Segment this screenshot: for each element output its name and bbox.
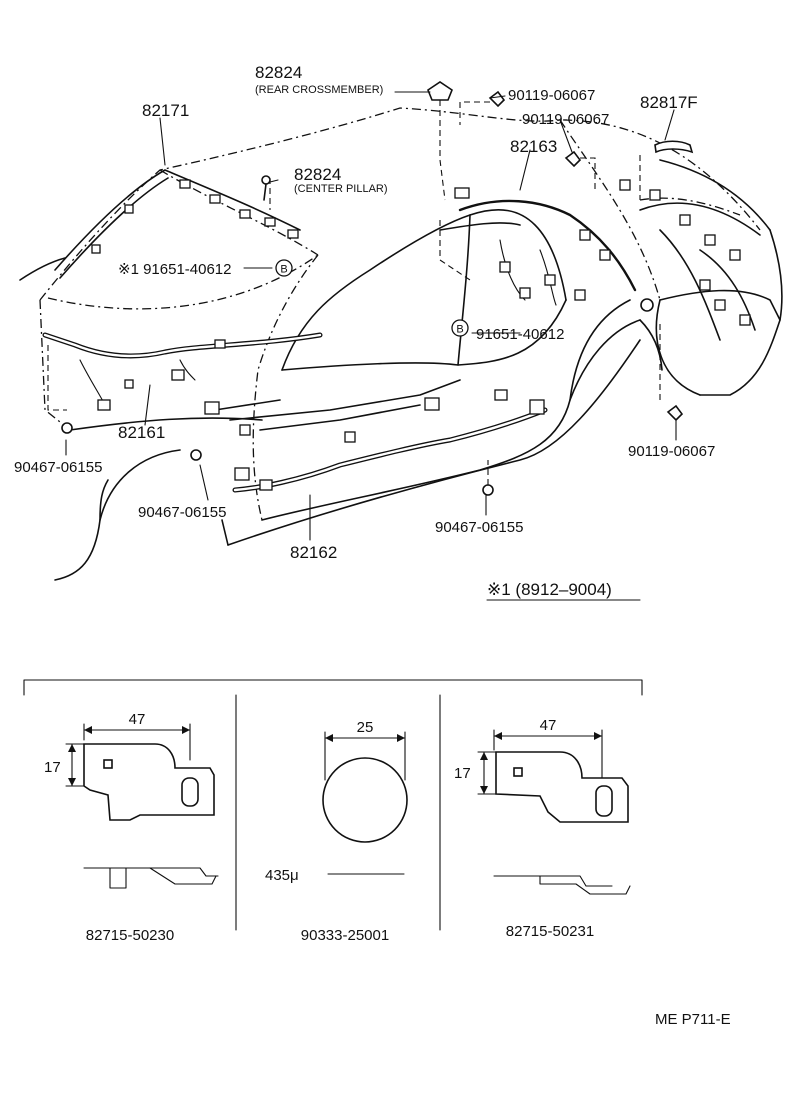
car-body-outline [19, 107, 783, 581]
detail-82715-50231: 47 17 82715-50231 [454, 717, 631, 940]
svg-text:B: B [280, 264, 287, 276]
label-90119-top1: 90119-06067 [508, 87, 595, 104]
reference-code: ME P711-E [655, 1011, 731, 1028]
harness-82163 [439, 187, 637, 306]
label-90467-right: 90467-06155 [435, 519, 523, 536]
svg-text:B: B [456, 324, 463, 336]
dim-height-3: 17 [454, 765, 471, 782]
detail-bracket [23, 679, 643, 931]
harness-82162 [204, 379, 548, 493]
harness-82161 [42, 332, 323, 411]
fasteners [61, 81, 684, 496]
label-82161: 82161 [118, 423, 165, 442]
thickness-label: 435μ [265, 867, 299, 884]
dim-width-1: 47 [129, 711, 146, 728]
label-82817F: 82817F [640, 93, 698, 112]
label-90467-mid: 90467-06155 [138, 504, 226, 521]
label-91651-right: 91651-40612 [476, 326, 564, 343]
label-82162: 82162 [290, 543, 337, 562]
detail-90333-25001: 25 435μ 90333-25001 [265, 719, 408, 944]
dim-diameter: 25 [357, 719, 374, 736]
label-82163: 82163 [510, 137, 557, 156]
part-no-3: 82715-50231 [506, 923, 594, 940]
label-82824-rear: 82824 [255, 63, 302, 82]
label-82824-center: 82824 [294, 165, 341, 184]
label-90467-left: 90467-06155 [14, 459, 102, 476]
leader-lines [47, 91, 677, 541]
label-82171: 82171 [142, 101, 189, 120]
part-no-1: 82715-50230 [86, 927, 174, 944]
part-no-2: 90333-25001 [301, 927, 389, 944]
dim-width-3: 47 [540, 717, 557, 734]
b-marker-right: B [451, 319, 469, 337]
detail-82715-50230: 47 17 82715-50230 [44, 711, 219, 944]
label-91651-left: ※1 91651-40612 [118, 261, 232, 278]
dim-height-1: 17 [44, 759, 61, 776]
date-note: ※1 (8912–9004) [487, 580, 612, 599]
b-marker-left: B [275, 259, 293, 277]
label-90119-bottom: 90119-06067 [628, 443, 715, 460]
label-90119-top2: 90119-06067 [522, 111, 609, 128]
harness-82817F [619, 140, 761, 341]
harness-82171 [54, 169, 301, 279]
label-82824-center-note: (CENTER PILLAR) [294, 183, 388, 195]
label-82824-rear-note: (REAR CROSSMEMBER) [255, 84, 383, 96]
